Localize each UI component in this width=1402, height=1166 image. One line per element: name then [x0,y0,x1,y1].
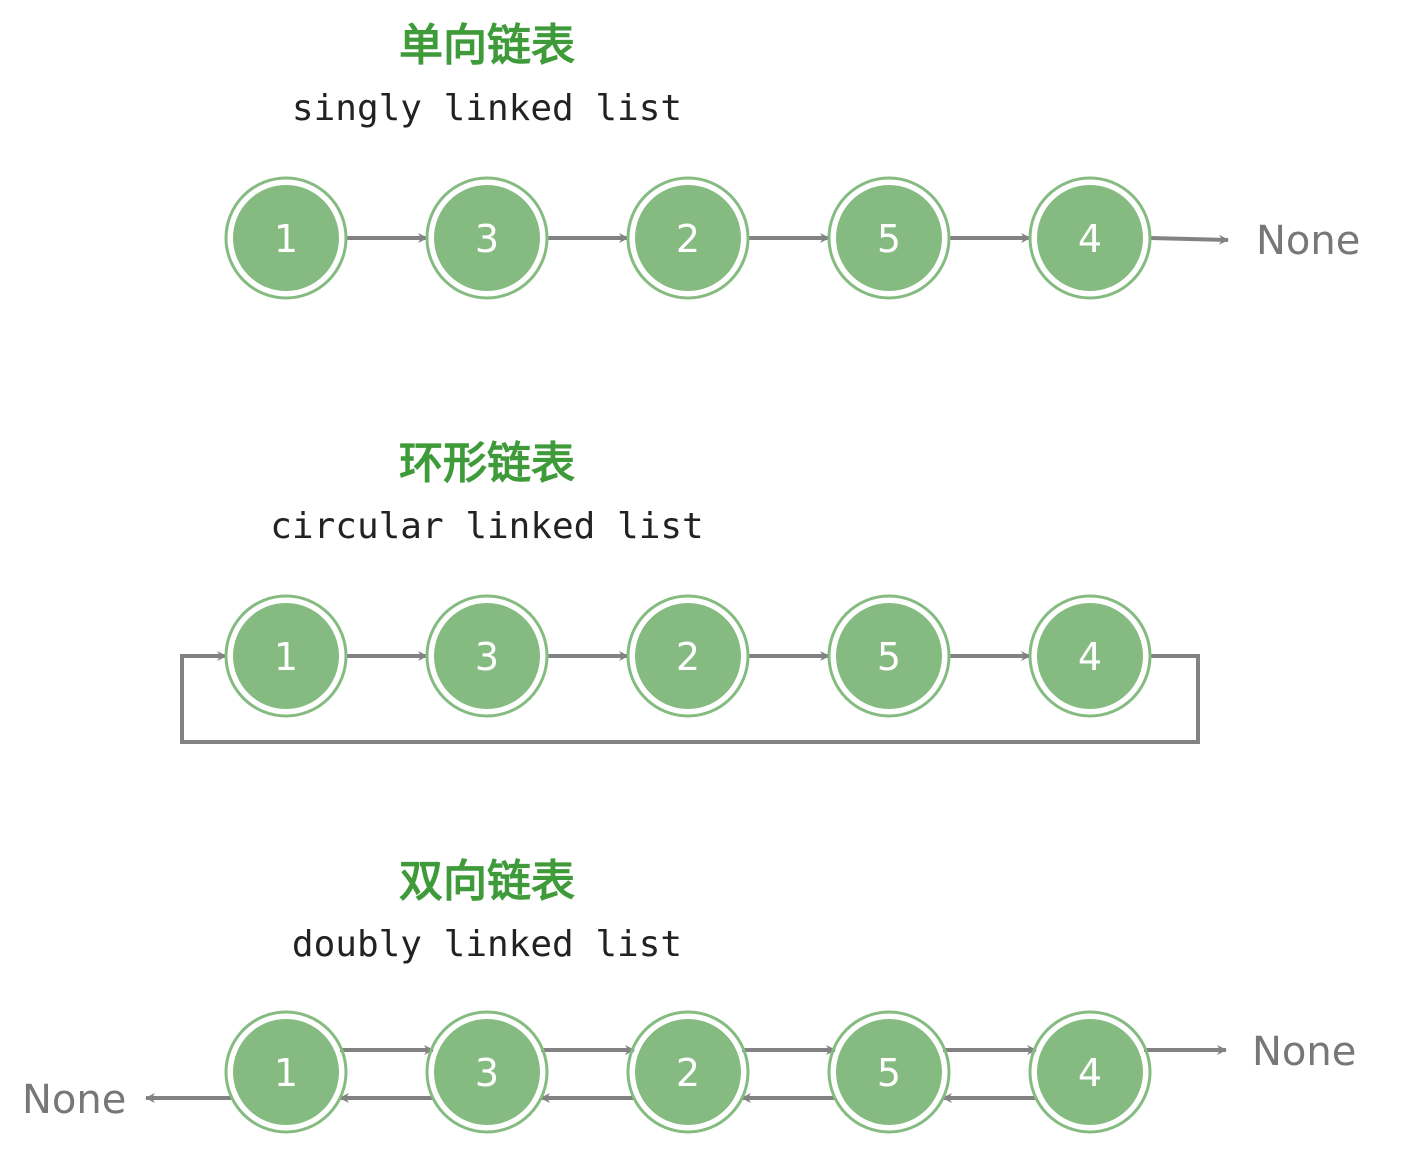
doubly-node-ring [1028,1010,1152,1134]
circular-node-circle [635,603,741,709]
circular-node-value: 2 [676,635,700,679]
doubly-node-ring [827,1010,951,1134]
singly-node-ring [827,176,951,300]
singly-node: 3 [425,176,549,300]
doubly-title-en: doubly linked list [292,924,682,965]
singly-node-ring [1028,176,1152,300]
circular-node-circle [836,603,942,709]
circular-node-ring [1028,594,1152,718]
singly-node-circle [836,185,942,291]
singly-node-ring [224,176,348,300]
circular-node-ring [626,594,750,718]
singly-title-cn: 单向链表 [399,20,575,71]
singly-node-circle [233,185,339,291]
circular-node-ring [827,594,951,718]
doubly-node-circle [233,1019,339,1125]
circular-node: 4 [1028,594,1152,718]
circular-node-ring [425,594,549,718]
circular-title-cn: 环形链表 [399,438,575,489]
doubly-node: 5 [827,1010,951,1134]
singly-node: 5 [827,176,951,300]
circular-linked-list-section: 环形链表 circular linked list 1 3 2 5 4 [180,438,1200,744]
doubly-node-ring [224,1010,348,1134]
doubly-node-circle [434,1019,540,1125]
doubly-head-none: None [22,1077,126,1123]
singly-node-circle [1037,185,1143,291]
doubly-node: 1 [224,1010,348,1134]
circular-node: 3 [425,594,549,718]
singly-node-circle [434,185,540,291]
circular-node-value: 3 [475,635,499,679]
doubly-node-circle [1037,1019,1143,1125]
singly-node-circle [635,185,741,291]
singly-node: 1 [224,176,348,300]
doubly-tail-none: None [1252,1029,1356,1075]
singly-node: 4 [1028,176,1152,300]
circular-node-value: 4 [1078,635,1102,679]
doubly-node-value: 4 [1078,1051,1102,1095]
singly-node-ring [425,176,549,300]
singly-node-ring [626,176,750,300]
singly-node: 2 [626,176,750,300]
doubly-node: 2 [626,1010,750,1134]
circular-node-value: 1 [274,635,298,679]
singly-linked-list-section: 单向链表 singly linked list 1 3 2 5 4 None [224,20,1360,300]
singly-node-value: 1 [274,217,298,261]
singly-tail-none: None [1256,218,1360,264]
doubly-node-ring [425,1010,549,1134]
doubly-node-circle [836,1019,942,1125]
doubly-node-value: 5 [877,1051,901,1095]
circular-node-value: 5 [877,635,901,679]
singly-node-value: 3 [475,217,499,261]
circular-node: 1 [224,594,348,718]
singly-tail-arrow [1149,234,1229,245]
doubly-linked-list-section: 双向链表 doubly linked list 1 3 2 5 4 None None [22,856,1356,1134]
doubly-links [145,1045,1227,1103]
doubly-nodes: 1 3 2 5 4 [224,1010,1152,1134]
doubly-node: 3 [425,1010,549,1134]
circular-node-circle [434,603,540,709]
circular-node-ring [224,594,348,718]
doubly-title-cn: 双向链表 [399,856,575,907]
circular-node-circle [1037,603,1143,709]
doubly-node: 4 [1028,1010,1152,1134]
doubly-node-value: 2 [676,1051,700,1095]
circular-links [180,651,1200,744]
circular-loop-back-arrow [180,651,1200,744]
circular-nodes: 1 3 2 5 4 [224,594,1152,718]
circular-node: 2 [626,594,750,718]
circular-node-circle [233,603,339,709]
singly-nodes: 1 3 2 5 4 [224,176,1152,300]
doubly-node-circle [635,1019,741,1125]
singly-node-value: 5 [877,217,901,261]
doubly-node-ring [626,1010,750,1134]
circular-title-en: circular linked list [270,506,703,547]
doubly-node-value: 3 [475,1051,499,1095]
doubly-node-value: 1 [274,1051,298,1095]
singly-node-value: 4 [1078,217,1102,261]
singly-node-value: 2 [676,217,700,261]
circular-node: 5 [827,594,951,718]
singly-links [346,233,1229,245]
singly-title-en: singly linked list [292,88,682,129]
